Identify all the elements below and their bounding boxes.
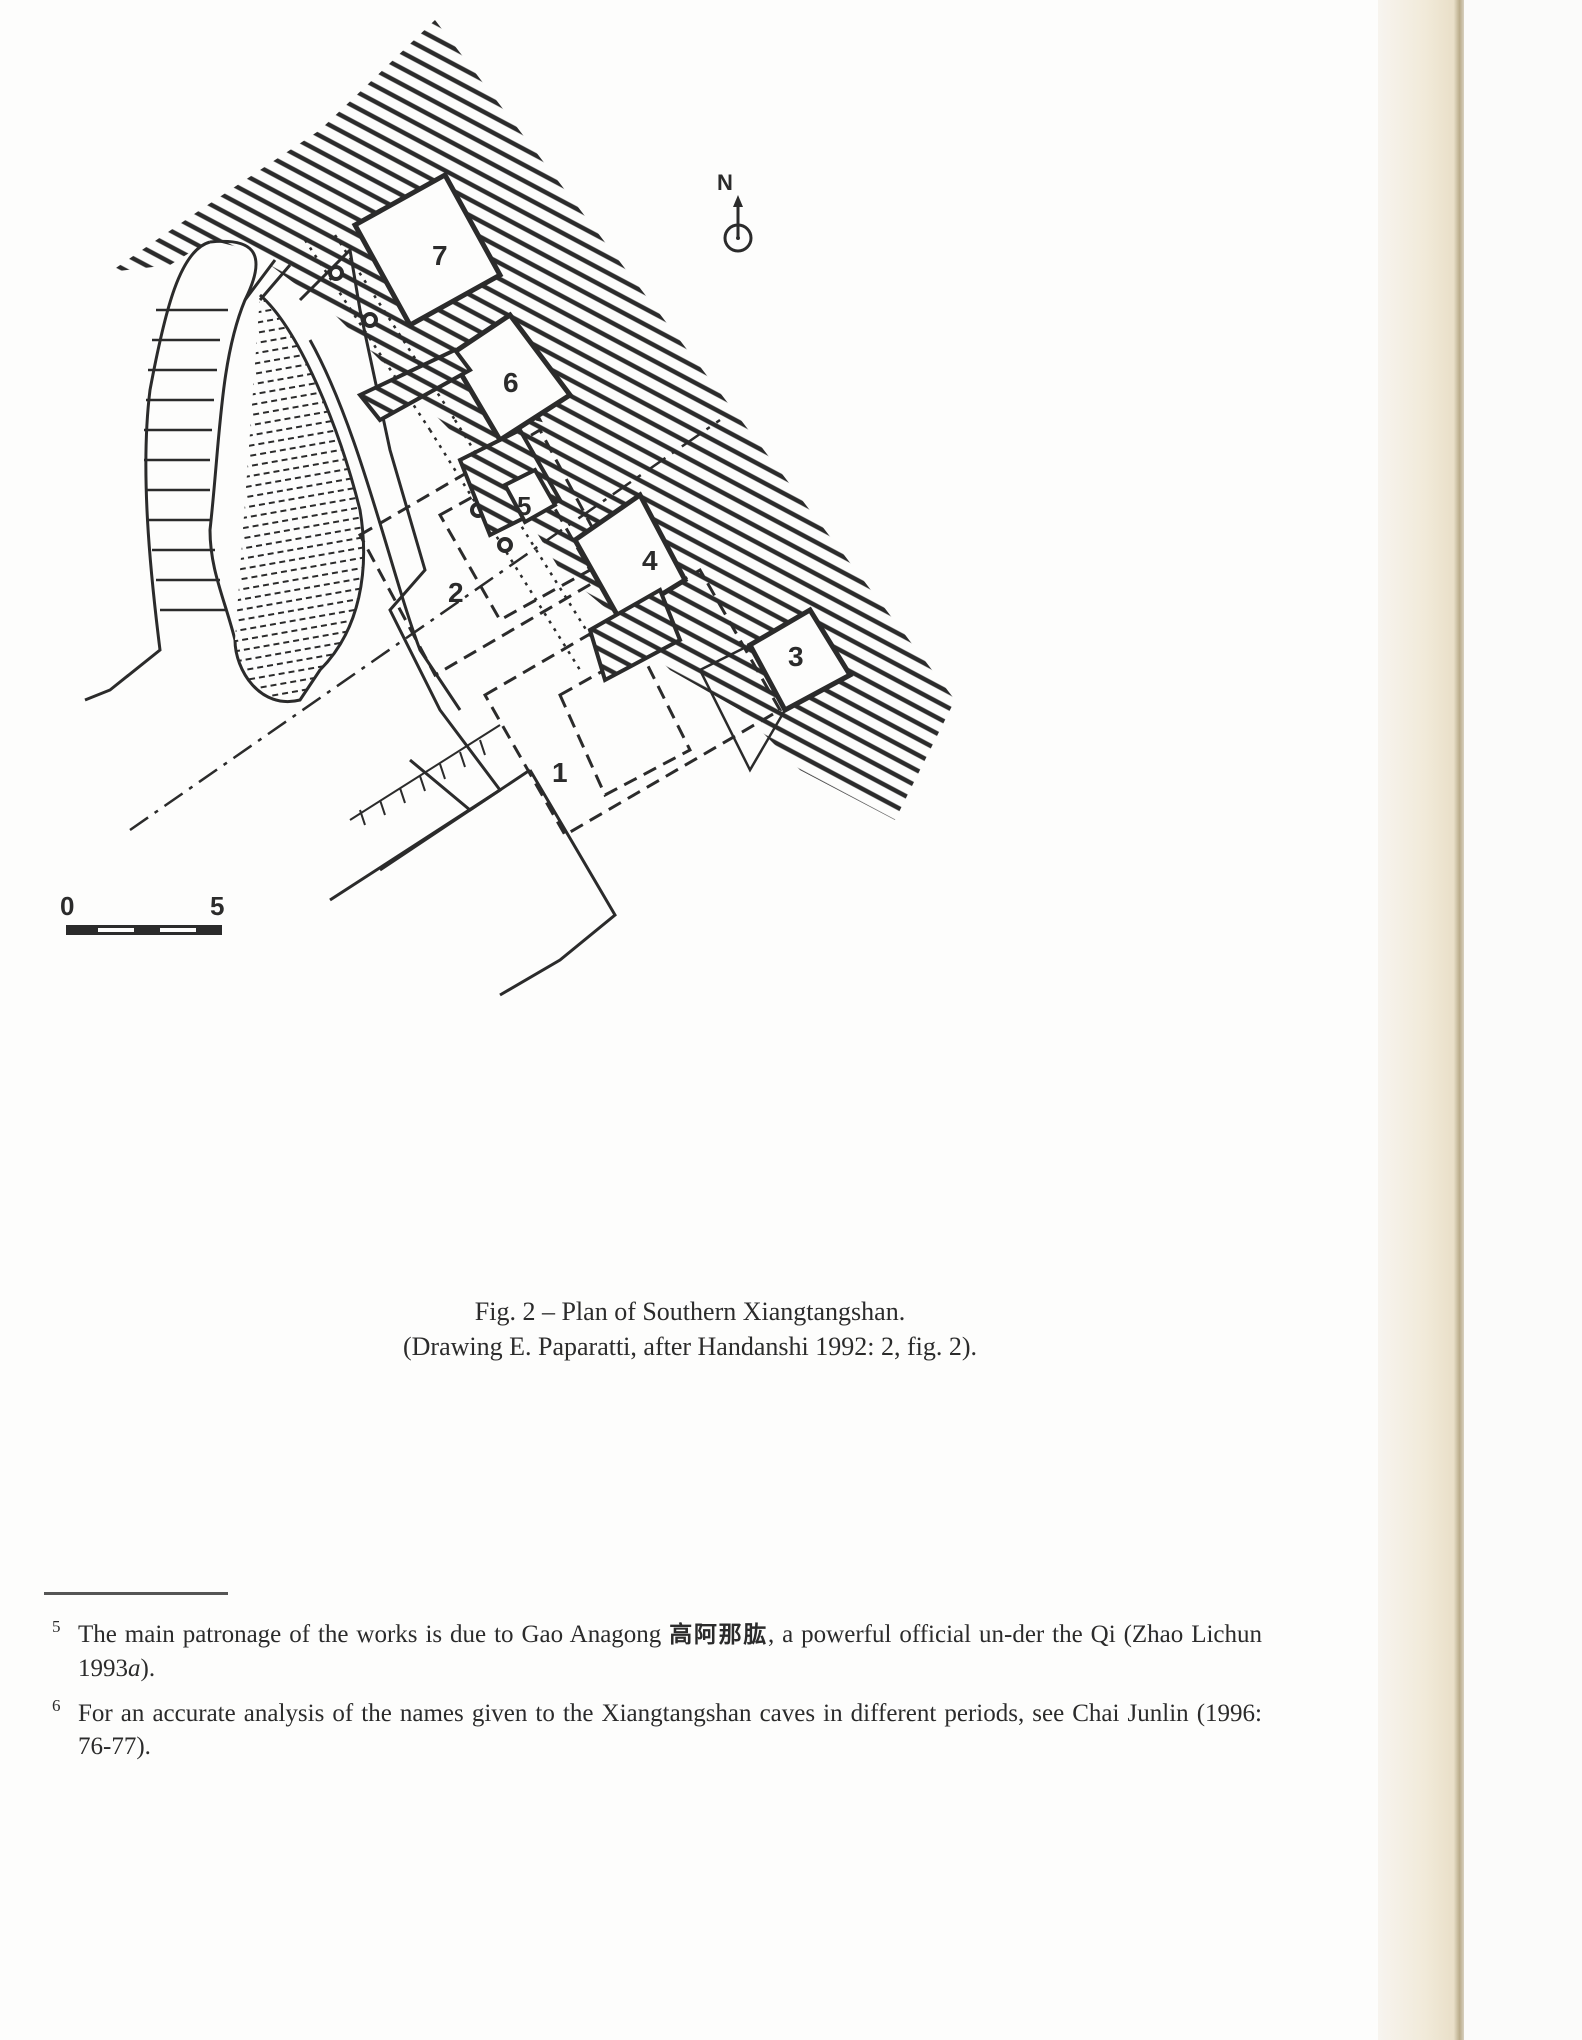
cave-2-label: 2: [448, 577, 464, 608]
footnote-number: 5: [52, 1617, 61, 1636]
caption-title: Fig. 2 – Plan of Southern Xiangtangshan.: [474, 1297, 906, 1326]
cave-3: 3: [698, 606, 854, 773]
svg-text:2: 2: [448, 577, 464, 608]
book-gutter: [1378, 0, 1464, 2040]
svg-text:1: 1: [552, 757, 568, 788]
svg-text:N: N: [717, 170, 733, 195]
footnote-5: 5 The main patronage of the works is due…: [52, 1617, 1262, 1685]
axis-line: [129, 418, 721, 832]
cave-4: 4: [571, 491, 689, 683]
svg-text:5: 5: [210, 891, 224, 921]
facing-page-edge: [1464, 0, 1582, 2040]
svg-text:4: 4: [642, 545, 658, 576]
cave-6: 6: [356, 311, 574, 444]
scale-bar: 0 5: [60, 891, 224, 935]
svg-text:3: 3: [788, 641, 804, 672]
chinese-name: 高阿那肱: [669, 1622, 768, 1648]
cave-1-label: 1: [552, 757, 568, 788]
caption-credit: (Drawing E. Paparatti, after Handanshi 1…: [402, 1332, 977, 1361]
stairs: [349, 724, 501, 826]
cliff-slope: [84, 239, 366, 704]
svg-text:0: 0: [60, 891, 74, 921]
footnotes: 5 The main patronage of the works is due…: [52, 1617, 1262, 1775]
cave-7: 7: [351, 171, 504, 329]
site-plan-figure: 7 6 5 4 3 2 1: [60, 10, 1260, 1250]
terrace-outline: [298, 246, 617, 997]
footnote-6: 6 For an accurate analysis of the names …: [52, 1696, 1262, 1763]
cave-5: 5: [457, 427, 563, 538]
svg-text:6: 6: [503, 367, 519, 398]
svg-text:5: 5: [517, 491, 531, 521]
footnote-number: 6: [52, 1696, 61, 1715]
figure-caption: Fig. 2 – Plan of Southern Xiangtangshan.…: [300, 1294, 1080, 1364]
svg-text:7: 7: [432, 240, 448, 271]
north-arrow-icon: N: [717, 170, 753, 253]
footnote-separator: [44, 1592, 228, 1595]
